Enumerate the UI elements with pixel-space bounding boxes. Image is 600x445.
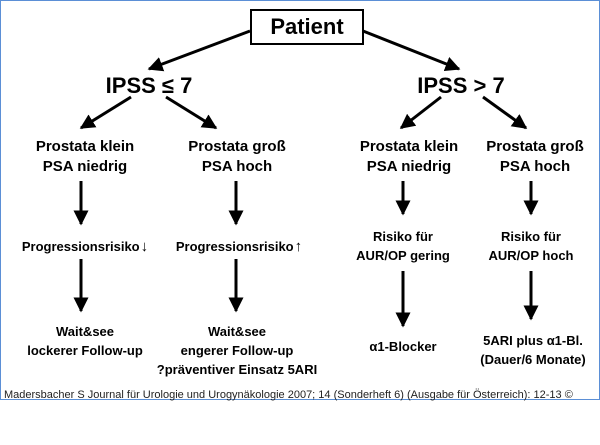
arrow-right-to-large [482,95,528,130]
flowchart-arrows [73,29,539,328]
left-small-risk: Progressionsrisiko↓ [21,238,149,255]
right-small-title: Prostata klein PSA niedrig [359,138,459,175]
left-small-title: Prostata klein PSA niedrig [35,138,135,175]
right-large-action: 5ARI plus α1-Bl. (Dauer/6 Monate) [480,333,586,367]
root-label: Patient [270,14,344,39]
right-small-risk: Risiko für AUR/OP gering [356,229,450,263]
source-caption: Madersbacher S Journal für Urologie und … [4,389,573,401]
arrow-root-to-left [147,29,251,72]
right-branch-label: IPSS > 7 [417,73,505,98]
flowchart-figure: Patient IPSS ≤ 7 IPSS > 7 Prostata klein… [0,0,600,400]
right-large-title: Prostata groß PSA hoch [486,138,584,175]
arrow-left-to-large [165,95,218,130]
left-large-title: Prostata groß PSA hoch [188,138,286,175]
right-large-risk: Risiko für AUR/OP hoch [488,229,574,263]
left-large-action: Wait&see engerer Follow-up ?präventiver … [156,324,318,377]
arrow-down-icon: ↓ [140,238,149,255]
left-small-action: Wait&see lockerer Follow-up [27,324,143,358]
root-node-patient: Patient [250,9,364,45]
left-branch-label: IPSS ≤ 7 [105,73,193,98]
right-small-action: α1-Blocker [369,339,437,354]
arrow-right-to-small [399,95,442,130]
left-large-risk: Progressionsrisiko↑ [175,238,303,255]
arrow-left-to-small [79,95,132,130]
arrow-up-icon: ↑ [294,238,303,255]
arrow-root-to-right [362,29,461,72]
